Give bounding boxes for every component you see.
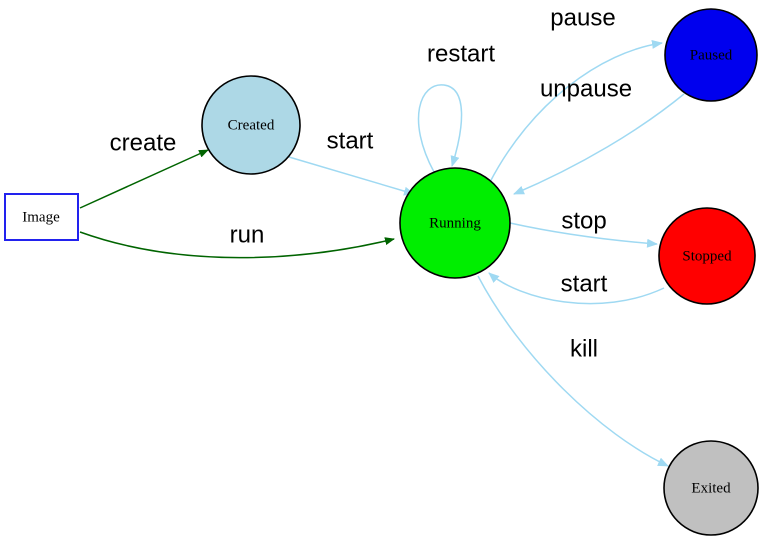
node-image[interactable]: Image: [4, 193, 79, 241]
edge-label-kill: kill: [570, 335, 598, 362]
edges-layer: create run start restart pause unpause: [79, 4, 685, 467]
edge-label-restart: restart: [427, 40, 495, 67]
edge-stop: stop: [509, 207, 658, 248]
edge-pause: pause: [488, 4, 663, 185]
edge-unpause: unpause: [513, 75, 685, 195]
edge-label-stop: stop: [561, 207, 606, 234]
node-paused[interactable]: Paused: [664, 8, 758, 102]
edge-run: run: [79, 221, 395, 259]
edge-label-start-stopped: start: [561, 270, 608, 297]
edge-label-run: run: [230, 221, 265, 248]
edge-path-restart: [417, 84, 463, 173]
edge-label-pause: pause: [550, 4, 615, 31]
node-created[interactable]: Created: [201, 75, 301, 175]
node-shape-created[interactable]: [201, 75, 301, 175]
edge-path-start-created: [288, 156, 415, 196]
node-label-image: Image: [22, 209, 60, 225]
node-shape-paused[interactable]: [664, 8, 758, 102]
node-exited[interactable]: Exited: [663, 440, 759, 536]
node-label-running: Running: [429, 215, 481, 231]
node-label-paused: Paused: [690, 47, 733, 63]
nodes-layer: Image Created Running Paused Stopped Exi…: [4, 8, 759, 536]
edge-label-start-created: start: [327, 127, 374, 154]
node-label-created: Created: [228, 117, 275, 133]
edge-path-start-stopped: [488, 272, 665, 305]
node-label-stopped: Stopped: [682, 248, 732, 264]
edge-path-unpause: [513, 93, 685, 195]
edge-label-unpause: unpause: [540, 75, 632, 102]
edge-start-created: start: [288, 127, 415, 196]
node-shape-exited[interactable]: [663, 440, 759, 536]
edge-create: create: [79, 129, 209, 209]
node-running[interactable]: Running: [399, 167, 511, 279]
edge-label-create: create: [110, 129, 177, 156]
node-label-exited: Exited: [691, 480, 731, 496]
edge-path-run: [79, 231, 395, 259]
edge-path-create: [79, 149, 209, 209]
edge-restart: restart: [417, 40, 495, 173]
edge-path-pause: [488, 39, 663, 185]
edge-start-stopped: start: [488, 270, 665, 305]
edge-path-kill: [477, 275, 669, 467]
node-shape-image[interactable]: [4, 193, 79, 241]
edge-path-stop: [509, 222, 658, 248]
node-shape-running[interactable]: [399, 167, 511, 279]
node-shape-stopped[interactable]: [658, 207, 756, 305]
node-stopped[interactable]: Stopped: [658, 207, 756, 305]
edge-kill: kill: [477, 275, 669, 467]
